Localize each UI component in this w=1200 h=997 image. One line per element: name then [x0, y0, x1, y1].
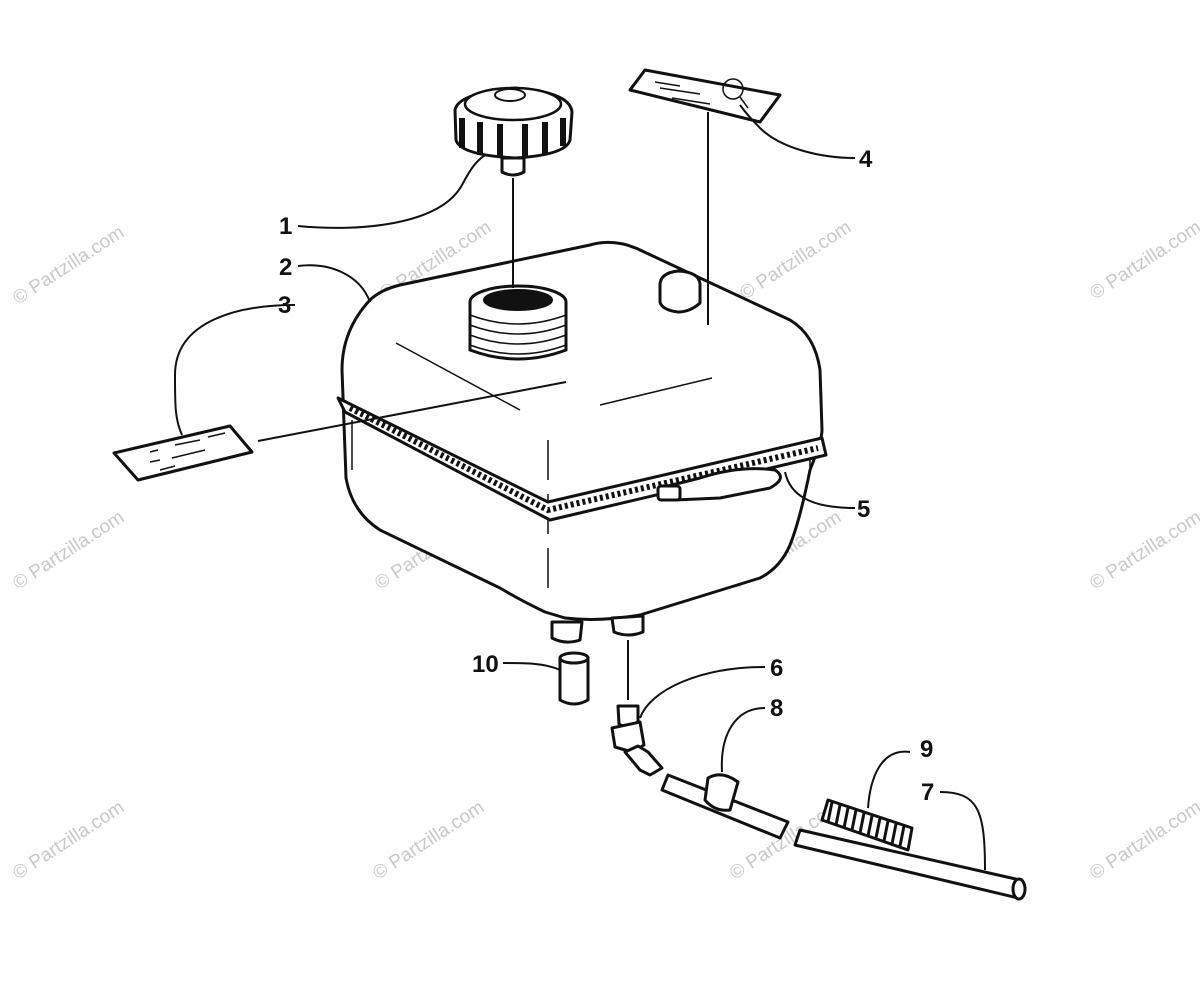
- fuel-tank[interactable]: [340, 240, 824, 644]
- watermark: © Partzilla.com: [9, 797, 128, 884]
- watermark: © Partzilla.com: [736, 217, 855, 304]
- fuel-hose-8[interactable]: [660, 773, 790, 840]
- callout-5: 5: [857, 496, 870, 523]
- callout-4: 4: [859, 146, 873, 173]
- decal-3[interactable]: [112, 424, 254, 482]
- watermark: © Partzilla.com: [369, 797, 488, 884]
- decal-4[interactable]: [628, 68, 782, 124]
- spacer[interactable]: [558, 651, 590, 706]
- watermark: © Partzilla.com: [9, 222, 128, 309]
- watermark: © Partzilla.com: [1086, 217, 1200, 304]
- callout-3: 3: [278, 292, 291, 319]
- fuel-line-7[interactable]: [793, 828, 1027, 901]
- watermark: © Partzilla.com: [1086, 507, 1200, 594]
- callout-2: 2: [279, 254, 292, 281]
- watermark: © Partzilla.com: [1086, 797, 1200, 884]
- callout-9: 9: [920, 736, 933, 763]
- callout-7: 7: [921, 779, 934, 806]
- callout-1: 1: [279, 213, 292, 240]
- tank-strap[interactable]: [336, 396, 828, 522]
- spring[interactable]: [820, 798, 914, 852]
- callout-labels: 1 2 3 4 5 6 7 8 9 10: [278, 146, 934, 806]
- watermark: © Partzilla.com: [9, 507, 128, 594]
- callout-8: 8: [770, 695, 783, 722]
- leader-lines: [173, 104, 986, 871]
- callout-6: 6: [770, 655, 783, 682]
- callout-10: 10: [472, 651, 499, 678]
- fuel-cap[interactable]: [453, 86, 574, 177]
- elbow-fitting[interactable]: [610, 704, 664, 777]
